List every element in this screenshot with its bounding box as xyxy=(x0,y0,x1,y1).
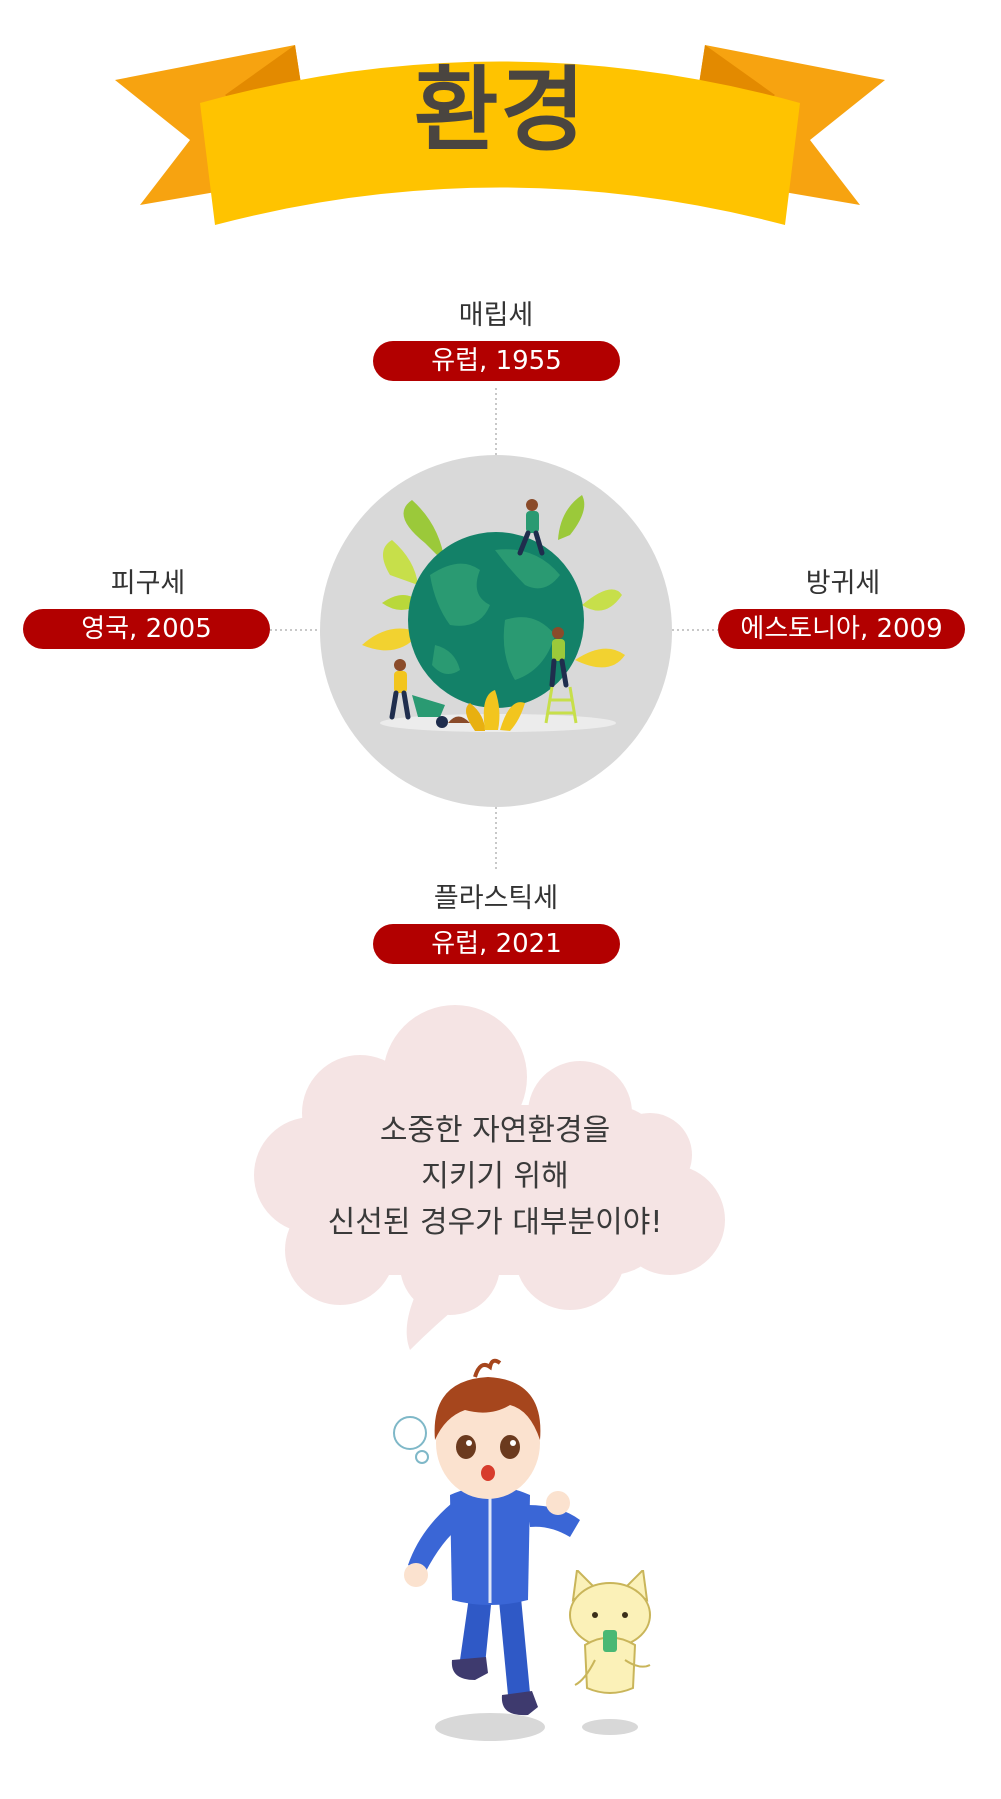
title-ribbon-banner xyxy=(115,45,885,225)
connector-lines xyxy=(270,388,718,870)
page-title: 환경 xyxy=(413,57,588,164)
tax-origin-badge-fart: 에스토니아, 2009 xyxy=(718,609,965,649)
tax-origin-badge-plastic: 유럽, 2021 xyxy=(373,924,620,964)
tax-origin-badge-landfill: 유럽, 1955 xyxy=(373,341,620,381)
speech-line-3: 신선된 경우가 대부분이야! xyxy=(327,1205,663,1240)
boy-character xyxy=(393,1358,580,1741)
tax-name-landfill: 매립세 xyxy=(458,300,534,331)
speech-bubble xyxy=(254,1005,725,1350)
globe-illustration xyxy=(320,455,672,807)
speech-bubble-text: 소중한 자연환경을 지키기 위해 신선된 경우가 대부분이야! xyxy=(250,1108,740,1246)
cat-character xyxy=(569,1570,651,1735)
speech-line-1: 소중한 자연환경을 xyxy=(379,1113,611,1148)
tax-name-plastic: 플라스틱세 xyxy=(433,883,559,914)
speech-line-2: 지키기 위해 xyxy=(421,1159,569,1194)
tax-origin-badge-pigou: 영국, 2005 xyxy=(23,609,270,649)
tax-name-fart: 방귀세 xyxy=(805,568,881,599)
tax-name-pigou: 피구세 xyxy=(110,568,186,599)
